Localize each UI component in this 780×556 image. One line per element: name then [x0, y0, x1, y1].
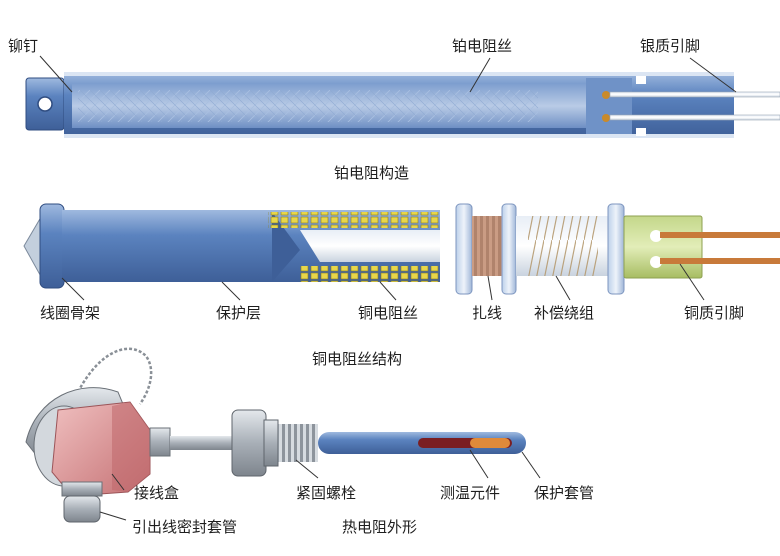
label-copper-wire: 铜电阻丝	[358, 304, 419, 322]
copper-resistor-illustration	[23, 203, 780, 301]
platinum-resistor-illustration	[25, 55, 780, 138]
label-sensing-element: 测温元件	[440, 484, 501, 502]
label-protective-sleeve: 保护套管	[534, 484, 595, 502]
label-silver-leads: 银质引脚	[640, 37, 701, 55]
label-copper-leads: 铜质引脚	[684, 304, 745, 322]
label-coil-frame: 线圈骨架	[40, 304, 101, 322]
label-compensation-winding: 补偿绕组	[534, 304, 595, 322]
label-lead-seal-sleeve: 引出线密封套管	[132, 518, 238, 536]
caption-platinum-structure: 铂电阻构造	[334, 164, 410, 182]
label-binding-wire: 扎线	[472, 304, 503, 322]
caption-copper-structure: 铜电阻丝结构	[312, 350, 403, 368]
label-platinum-wire: 铂电阻丝	[452, 37, 513, 55]
thermal-resistor-exterior-illustration	[25, 347, 541, 523]
caption-thermal-exterior: 热电阻外形	[342, 518, 418, 536]
label-fastening-bolt: 紧固螺栓	[296, 484, 357, 502]
label-rivet: 铆钉	[8, 37, 39, 55]
label-protective-layer: 保护层	[216, 304, 262, 322]
label-junction-box: 接线盒	[134, 484, 180, 502]
